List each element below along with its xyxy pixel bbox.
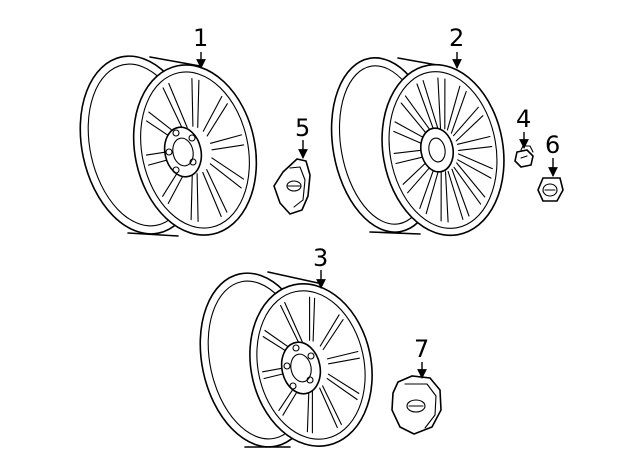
spoke-line [416, 83, 435, 132]
spoke-line [437, 77, 442, 129]
spoke-line [168, 82, 188, 129]
spoke-line [206, 103, 228, 137]
spoke-line [447, 170, 464, 220]
spoke-line [450, 91, 467, 134]
spoke-line [280, 304, 300, 345]
callout-2: 2 [449, 24, 464, 52]
spoke-line [210, 134, 243, 144]
spoke-line [312, 297, 316, 342]
spoke-line [197, 79, 200, 128]
spoke-line [400, 102, 430, 138]
lug-nut [514, 145, 534, 168]
spoke-line [407, 163, 434, 194]
spoke-line [456, 135, 491, 145]
center-cap-6 [537, 177, 564, 202]
spoke-line [211, 157, 245, 180]
spoke-line [319, 314, 340, 347]
spoke-line [452, 106, 479, 137]
spoke-line [419, 166, 436, 209]
spoke-line [191, 78, 194, 127]
wheel-3 [199, 271, 373, 448]
wheel-1 [79, 55, 258, 237]
spoke-line [190, 172, 193, 221]
center-cap-5 [273, 158, 311, 215]
spoke-line [451, 168, 470, 217]
spoke-line [446, 85, 461, 131]
callout-5: 5 [295, 114, 310, 142]
spoke-line [326, 378, 358, 401]
callout-3: 3 [313, 244, 328, 272]
spoke-line [322, 385, 342, 426]
spoke-line [457, 159, 492, 179]
callout-6: 6 [545, 131, 560, 159]
spoke-line [328, 357, 360, 365]
spoke-line [422, 80, 439, 130]
spoke-line [319, 387, 338, 429]
spoke-line [425, 169, 440, 215]
spoke-line [404, 95, 433, 134]
spoke-line [284, 301, 303, 343]
center-cap-7 [391, 375, 442, 435]
spoke-line [444, 171, 449, 223]
spoke-line [458, 153, 493, 170]
wheel-2 [330, 57, 505, 237]
spoke-line [162, 87, 184, 131]
spoke-line [196, 173, 199, 222]
spoke-line [202, 95, 223, 132]
spoke-line [211, 144, 245, 151]
spoke-line [327, 373, 360, 394]
callout-1: 1 [193, 24, 208, 52]
spoke-line [306, 388, 310, 433]
spoke-line [209, 163, 242, 189]
spoke-line [202, 171, 222, 218]
spoke-line [453, 166, 482, 205]
spoke-line [206, 169, 228, 213]
spoke-line [326, 350, 359, 360]
spoke-line [458, 146, 493, 151]
callout-4: 4 [516, 105, 531, 133]
spoke-line [322, 319, 344, 351]
spoke-line [455, 115, 484, 142]
spoke-line [456, 162, 486, 198]
callout-7: 7 [414, 335, 429, 363]
